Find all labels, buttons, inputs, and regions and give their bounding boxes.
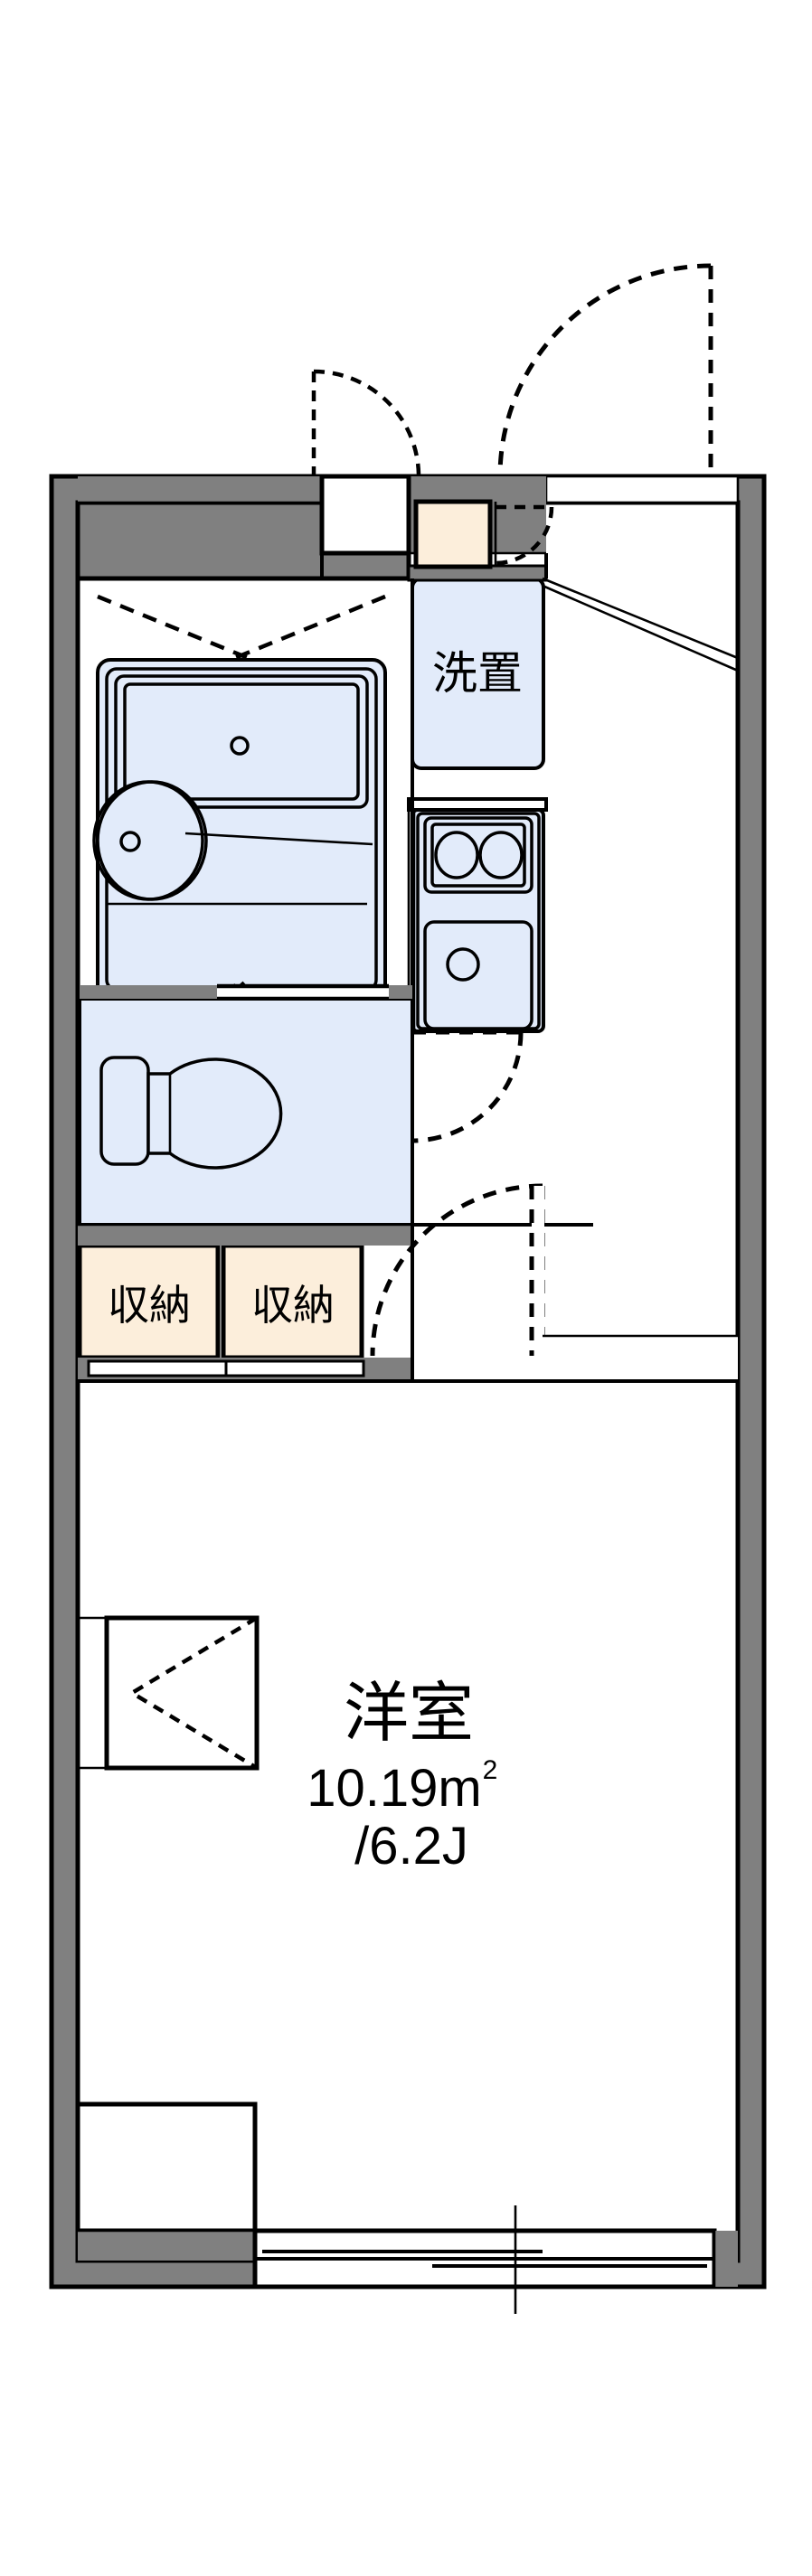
shoe-box-door[interactable] [495, 504, 554, 566]
main-room-tatami: /6.2J [354, 1817, 468, 1876]
upper-balcony-door[interactable] [497, 263, 713, 477]
meter-box-door[interactable] [311, 369, 421, 477]
main-room-labels: 洋室 10.19m 2 /6.2J [307, 1675, 497, 1876]
lower-wall-left [78, 2229, 255, 2261]
lower-left-alcove [75, 2101, 258, 2233]
range-hood-lines [542, 577, 739, 672]
main-room-area: 10.19m [307, 1759, 481, 1818]
unit-bath-room [76, 551, 414, 1023]
washer-space-label: 洗置 [432, 647, 523, 700]
main-room-area-superscript: 2 [483, 1755, 498, 1785]
closet-left-label: 収納 [108, 1281, 191, 1330]
main-room-label: 洋室 [344, 1675, 474, 1751]
meter-box [319, 474, 411, 556]
room-entry-door[interactable] [370, 1183, 545, 1357]
unit-bath-door[interactable] [411, 1029, 524, 1143]
balcony-sliding-window[interactable] [252, 2205, 717, 2314]
closet-right-label: 収納 [251, 1281, 335, 1330]
toilet-room [78, 983, 414, 1227]
shoe-box [413, 499, 497, 569]
washer-space: 洗置 [411, 577, 545, 770]
room-casement-window[interactable] [78, 1615, 260, 1771]
room-door-opening [543, 1334, 738, 1383]
kitchen-counter [407, 797, 548, 1033]
closet-right: 収納 [221, 1243, 364, 1360]
balcony-window-jamb [713, 2231, 738, 2287]
closet-left: 収納 [77, 1243, 221, 1360]
hallway [412, 553, 593, 1227]
